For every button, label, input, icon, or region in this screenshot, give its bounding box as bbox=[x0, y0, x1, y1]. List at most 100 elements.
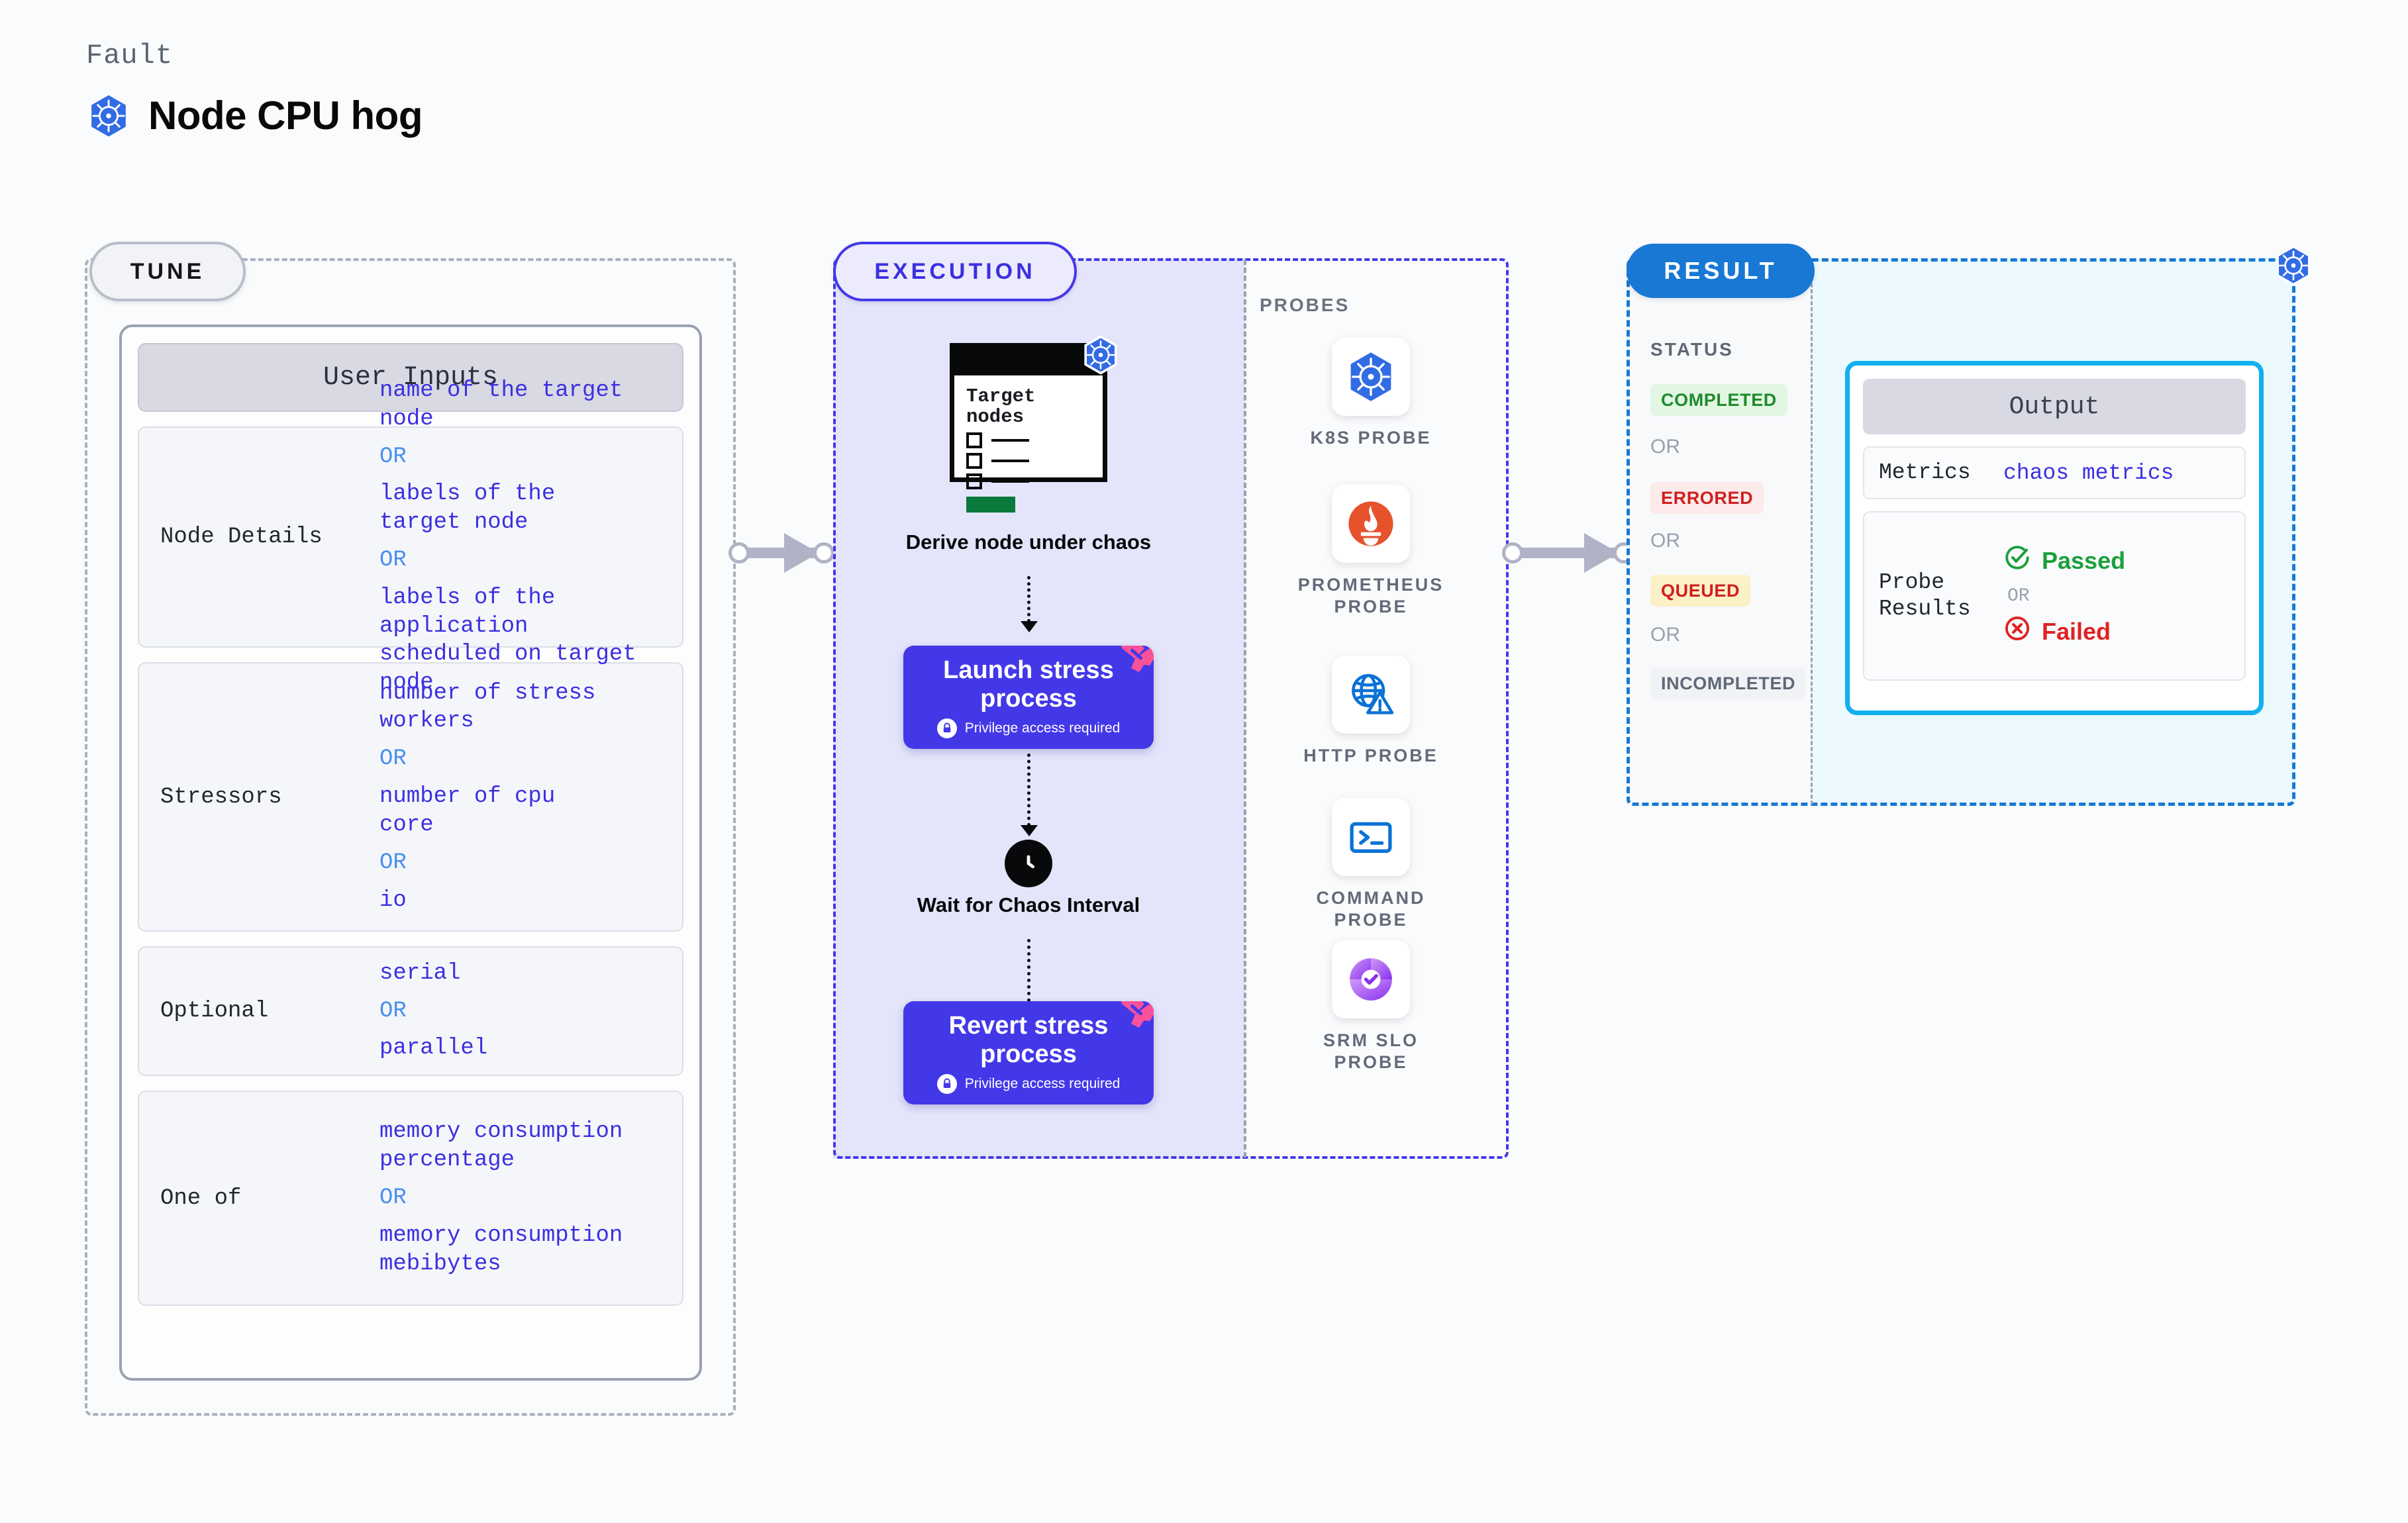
output-row-value: Passed OR Failed bbox=[2003, 544, 2238, 649]
row-key: Node Details bbox=[160, 524, 323, 550]
step-badge: Privilege access required bbox=[915, 1074, 1142, 1095]
kubernetes-icon bbox=[1332, 338, 1410, 416]
status-label: STATUS bbox=[1650, 339, 1734, 360]
document-body: Target nodes bbox=[954, 375, 1103, 513]
row-value: serial bbox=[379, 960, 461, 986]
probe-result-separator: OR bbox=[2007, 585, 2030, 607]
output-title: Output bbox=[1863, 379, 2246, 434]
user-input-row: One of memory consumption percentage OR … bbox=[138, 1091, 683, 1306]
row-value: memory consumption percentage bbox=[379, 1119, 623, 1173]
checkbox-icon bbox=[966, 432, 982, 448]
step-badge-label: Privilege access required bbox=[964, 720, 1121, 736]
tune-region bbox=[85, 258, 736, 1416]
line-placeholder bbox=[991, 479, 1029, 483]
fault-kicker: Fault bbox=[86, 40, 174, 72]
probe-item-srm-slo[interactable]: SRM SLO PROBE bbox=[1291, 940, 1450, 1074]
step-card-revert-stress[interactable]: Revert stress process Privilege access r… bbox=[903, 1001, 1154, 1105]
checkbox-icon bbox=[966, 452, 982, 469]
step-label-wait-chaos: Wait for Chaos Interval bbox=[917, 893, 1140, 916]
probe-label: SRM SLO PROBE bbox=[1323, 1030, 1419, 1073]
output-card: Output Metrics chaos metrics Probe Resul… bbox=[1845, 361, 2264, 715]
probe-fail-label: Failed bbox=[2042, 617, 2111, 645]
kubernetes-icon bbox=[2273, 245, 2314, 289]
user-inputs-title: User Inputs bbox=[138, 343, 683, 412]
prometheus-torch-icon bbox=[1332, 485, 1410, 563]
line-placeholder bbox=[991, 459, 1029, 462]
row-value: parallel bbox=[379, 1036, 488, 1061]
status-separator: OR bbox=[1650, 530, 1680, 552]
output-row-key: Probe Results bbox=[1879, 570, 1971, 622]
execution-probes-divider bbox=[1244, 260, 1246, 1157]
row-values: serial OR parallel bbox=[379, 959, 676, 1063]
probes-label: PROBES bbox=[1260, 295, 1350, 315]
row-key: One of bbox=[160, 1185, 242, 1211]
document-title-bar bbox=[954, 348, 1103, 375]
probe-item-http[interactable]: HTTP PROBE bbox=[1291, 656, 1450, 767]
row-separator: OR bbox=[379, 1185, 407, 1211]
output-row-probe-results: Probe Results Passed OR Failed bbox=[1863, 511, 2246, 681]
lock-icon bbox=[936, 718, 957, 739]
row-value: labels of the target node bbox=[379, 481, 556, 536]
step-card-launch-stress[interactable]: Launch stress process Privilege access r… bbox=[903, 646, 1154, 750]
result-inner-divider bbox=[1811, 260, 1813, 805]
flow-arrowhead bbox=[1021, 621, 1038, 632]
result-region bbox=[1627, 258, 2295, 806]
x-circle-icon bbox=[2003, 614, 2031, 649]
step-title: Revert stress process bbox=[948, 1012, 1109, 1068]
row-values: name of the target node OR labels of the… bbox=[379, 377, 676, 697]
row-value: number of cpu core bbox=[379, 784, 556, 838]
page-title: Node CPU hog bbox=[148, 93, 423, 138]
slo-donut-check-icon bbox=[1332, 940, 1410, 1018]
user-input-row: Optional serial OR parallel bbox=[138, 946, 683, 1076]
probe-label: PROMETHEUS PROBE bbox=[1297, 575, 1444, 617]
output-row-metrics: Metrics chaos metrics bbox=[1863, 446, 2246, 500]
row-separator: OR bbox=[379, 548, 407, 573]
flow-line bbox=[1027, 754, 1030, 826]
tune-pill: TUNE bbox=[89, 242, 246, 301]
clock-icon bbox=[1005, 840, 1052, 887]
line-placeholder bbox=[991, 438, 1029, 442]
probe-label: COMMAND PROBE bbox=[1316, 888, 1426, 930]
row-value: memory consumption mebibytes bbox=[379, 1222, 623, 1277]
fault-title-row: Node CPU hog bbox=[86, 93, 423, 138]
probe-pass-label: Passed bbox=[2042, 546, 2126, 574]
document-checkbox-row bbox=[966, 452, 1103, 469]
probe-result-pass: Passed bbox=[2003, 544, 2238, 578]
row-values: number of stress workers OR number of cp… bbox=[379, 679, 676, 915]
output-row-value: chaos metrics bbox=[2003, 460, 2174, 485]
checkbox-icon bbox=[966, 473, 982, 489]
row-value: io bbox=[379, 887, 407, 913]
row-separator: OR bbox=[379, 850, 407, 875]
probe-label: HTTP PROBE bbox=[1303, 746, 1438, 765]
document-title: Target nodes bbox=[966, 385, 1036, 428]
step-badge: Privilege access required bbox=[915, 718, 1142, 739]
document-checkbox-row bbox=[966, 473, 1103, 489]
lock-icon bbox=[936, 1074, 957, 1095]
terminal-icon bbox=[1332, 798, 1410, 876]
connector-tune-execution bbox=[728, 533, 834, 573]
execution-region bbox=[833, 258, 1509, 1159]
probe-label: K8S PROBE bbox=[1310, 428, 1432, 448]
row-key: Stressors bbox=[160, 784, 282, 810]
row-values: memory consumption percentage OR memory … bbox=[379, 1118, 676, 1278]
user-input-row: Node Details name of the target node OR … bbox=[138, 378, 683, 695]
row-key: Optional bbox=[160, 999, 269, 1024]
row-separator: OR bbox=[379, 746, 407, 772]
ribbon-icon bbox=[1115, 646, 1154, 679]
row-value: name of the target node bbox=[379, 377, 623, 432]
status-badge-completed: COMPLETED bbox=[1650, 384, 1787, 416]
status-badge-errored: ERRORED bbox=[1650, 482, 1764, 514]
step-title: Launch stress process bbox=[943, 656, 1114, 712]
execution-pill: EXECUTION bbox=[833, 242, 1077, 301]
probe-item-k8s[interactable]: K8S PROBE bbox=[1291, 338, 1450, 449]
result-pill: RESULT bbox=[1627, 244, 1815, 298]
probe-item-command[interactable]: COMMAND PROBE bbox=[1291, 798, 1450, 932]
status-badge-queued: QUEUED bbox=[1650, 575, 1751, 607]
status-separator: OR bbox=[1650, 624, 1680, 646]
row-value: number of stress workers bbox=[379, 680, 596, 734]
row-separator: OR bbox=[379, 998, 407, 1024]
flow-line bbox=[1027, 576, 1030, 622]
probe-item-prometheus[interactable]: PROMETHEUS PROBE bbox=[1291, 485, 1450, 618]
step-badge-label: Privilege access required bbox=[964, 1076, 1121, 1092]
flow-line bbox=[1027, 939, 1030, 1042]
